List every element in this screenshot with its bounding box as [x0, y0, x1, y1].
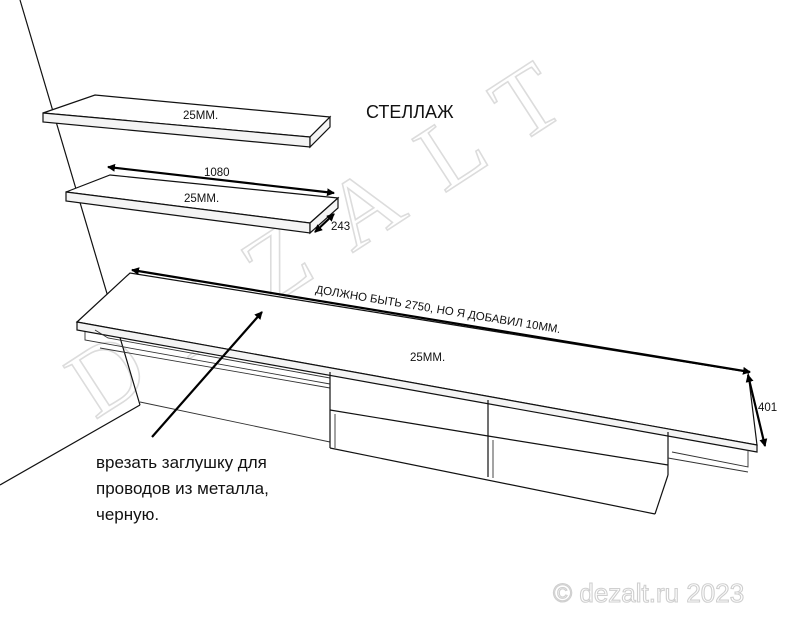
diagram-title: СТЕЛЛАЖ	[366, 102, 454, 122]
shelf-middle-thickness-label: 25ММ.	[184, 193, 219, 205]
shelf-middle-depth-dimension	[314, 213, 335, 233]
tv-stand-depth-dimension	[745, 374, 768, 447]
shelf-middle-depth-label: 243	[331, 221, 350, 233]
annotation-line-2: проводов из металла,	[96, 479, 269, 498]
tv-stand-thickness-label: 25ММ.	[410, 352, 445, 364]
annotation-line-3: черную.	[96, 505, 159, 524]
shelf-top-thickness-label: 25ММ.	[183, 110, 218, 122]
shelf-middle-width-label: 1080	[204, 167, 230, 179]
annotation-note: врезать заглушку для проводов из металла…	[96, 453, 269, 524]
annotation-line-1: врезать заглушку для	[96, 453, 267, 472]
tv-stand-length-dimension	[131, 267, 751, 375]
shelf-top: 25ММ.	[42, 94, 332, 149]
annotation-leader-arrow	[151, 311, 263, 438]
shelf-middle-width-dimension	[107, 163, 335, 197]
tv-stand-depth-label: 401	[758, 402, 777, 414]
tv-stand: ДОЛЖНО БЫТЬ 2750, НО Я ДОБАВИЛ 10ММ. 25М…	[75, 267, 777, 515]
drawer-block	[329, 372, 669, 515]
watermark-copyright: © dezalt.ru 2023	[553, 578, 744, 608]
shelf-middle: 1080 25ММ. 243	[65, 163, 350, 235]
